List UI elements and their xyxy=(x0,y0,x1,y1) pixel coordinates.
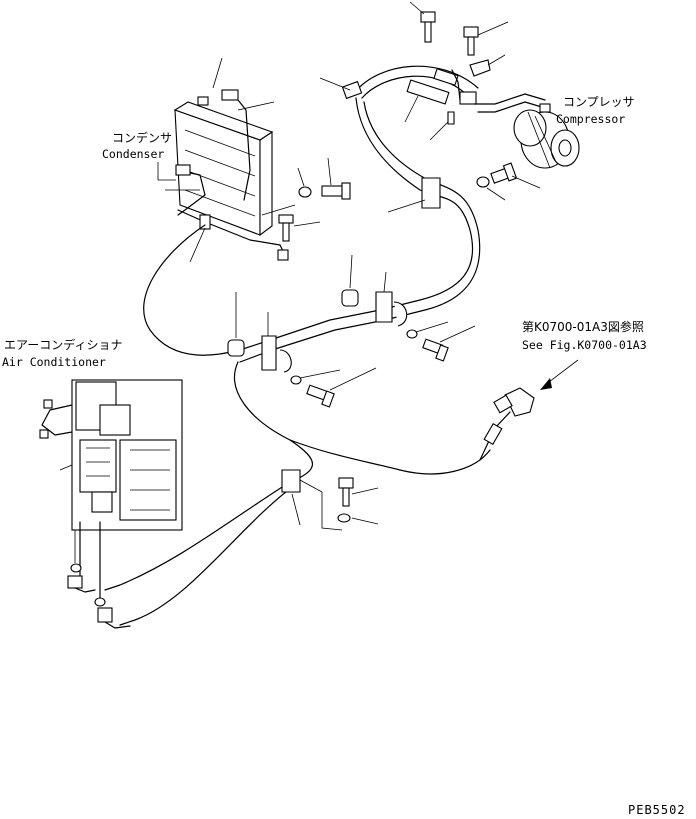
clamp-mid xyxy=(375,291,393,323)
condenser-side xyxy=(259,130,273,237)
hose-connector xyxy=(479,359,579,461)
reference-label-jp: 第K0700-01A3図参照 xyxy=(522,319,644,334)
condenser-label-jp: コンデンサ xyxy=(112,130,172,145)
ac-fitting-2 xyxy=(97,607,113,623)
condenser-fitting xyxy=(221,89,239,101)
compressor-hoses xyxy=(319,65,546,141)
clamp-bolts xyxy=(290,321,476,525)
main-hoses xyxy=(104,97,491,626)
condenser xyxy=(157,57,296,263)
cushion xyxy=(341,289,359,307)
page-code: PEB5502 xyxy=(628,803,686,817)
reference-label-en: See Fig.K0700-01A3 xyxy=(522,338,647,352)
compressor xyxy=(513,103,580,169)
bolt-condenser xyxy=(297,157,351,200)
bolt-compressor xyxy=(476,162,541,201)
ac-fitting-1 xyxy=(67,575,83,589)
aircon-label-jp: エアーコンディショナ xyxy=(4,337,122,352)
compressor-label-jp: コンプレッサ xyxy=(563,95,635,109)
bolt-condenser-lower xyxy=(278,214,321,242)
top-bolts xyxy=(409,1,509,77)
condenser-label-en: Condenser xyxy=(102,147,164,161)
aircon-label-en: Air Conditioner xyxy=(2,355,106,369)
compressor-label-en: Compressor xyxy=(556,112,625,126)
clamp-upper xyxy=(421,177,441,209)
air-conditioner-unit xyxy=(39,379,183,629)
